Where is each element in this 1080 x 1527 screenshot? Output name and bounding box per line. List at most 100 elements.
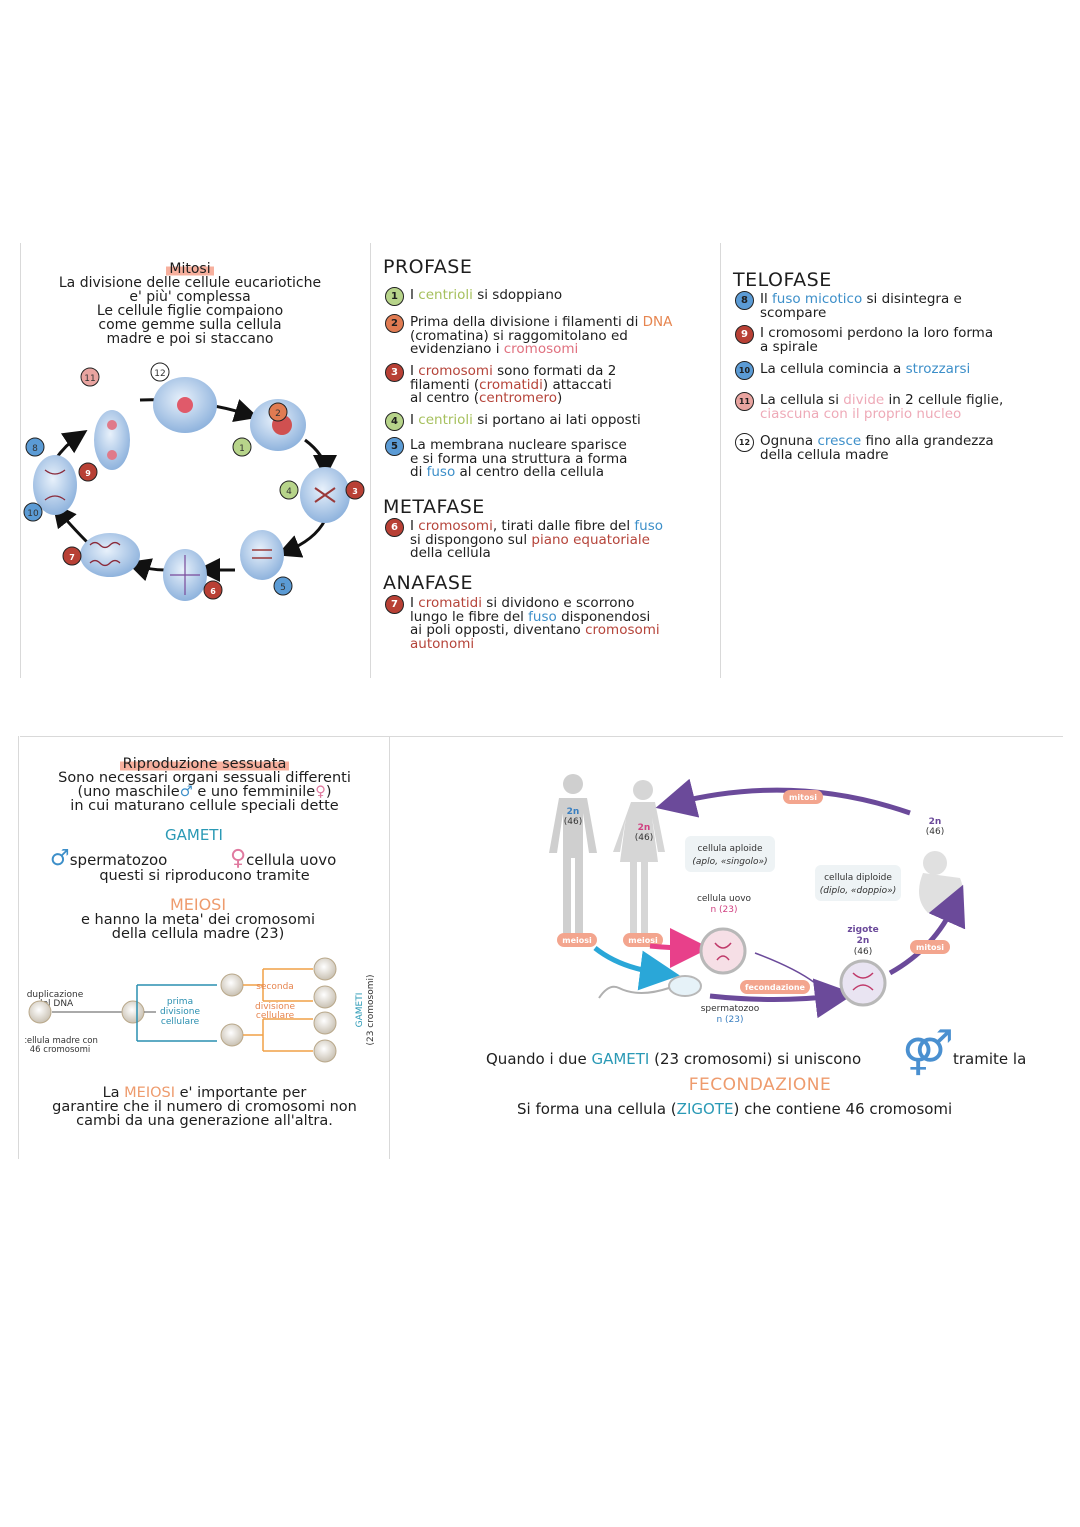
num-badge-12: 12 (735, 433, 754, 452)
mitosi-line-3: Le cellule figlie compaiono (96, 303, 284, 319)
svg-text:2n: 2n (929, 817, 942, 827)
cell-11 (94, 410, 130, 470)
num-badge-2: 2 (385, 314, 404, 333)
num-badge-4: 4 (385, 412, 404, 431)
svg-text:n (23): n (23) (716, 1015, 743, 1025)
gender-icon: ⚤ (902, 1027, 954, 1078)
num-badge-11: 11 (735, 392, 754, 411)
profase-item-3: 3 I cromosomi sono formati da 2 filament… (385, 363, 616, 406)
svg-text:meiosi: meiosi (628, 936, 658, 945)
svg-text:(46): (46) (635, 833, 653, 843)
divider-4 (20, 736, 1063, 737)
mitosi-line-1: La divisione delle cellule eucariotiche (58, 275, 322, 291)
tramite-la: tramite la (953, 1050, 1027, 1068)
svg-text:(aplo, «singolo»): (aplo, «singolo») (692, 857, 767, 867)
mitosi-line-2: e' più' complessa (129, 289, 251, 305)
sperm-label: ♂spermatozoo (50, 846, 168, 871)
num-badge-9: 9 (735, 325, 754, 344)
cycle-num-7: 7 (69, 553, 75, 562)
cycle-num-11: 11 (84, 374, 95, 384)
profase-item-2: 2 Prima della divisione i filamenti di D… (385, 314, 672, 357)
svg-text:(diplo, «doppio»): (diplo, «doppio») (820, 886, 896, 896)
profase-item-4: 4 I centrioli si portano ai lati opposti (385, 412, 641, 431)
zigote-line: Si forma una cellula (ZIGOTE) che contie… (517, 1100, 953, 1118)
metafase-item-6: 6 I cromosomi, tirati dalle fibre del fu… (385, 518, 663, 561)
cycle-num-2: 2 (275, 409, 281, 419)
mitosi-intro: Mitosi La divisione delle cellule eucari… (40, 261, 340, 347)
telofase-item-12: 12 Ognuna cresce fino alla grandezza del… (735, 433, 994, 462)
male-icon: ♂ (50, 846, 70, 871)
meiosi-importance: La MEIOSI e' importante per garantire ch… (52, 1085, 357, 1129)
cell-8 (33, 455, 77, 515)
cycle-num-8: 8 (32, 444, 38, 454)
divider-1 (20, 243, 21, 678)
svg-text:duplicazione: duplicazione (27, 990, 84, 1000)
mitosis-cycle-diagram: 11 12 2 1 4 3 5 6 7 8 9 10 (23, 362, 365, 601)
cell-5 (240, 530, 284, 580)
anafase-title: ANAFASE (383, 572, 473, 594)
svg-text:seconda: seconda (256, 982, 294, 992)
svg-text:divisione: divisione (255, 1002, 295, 1012)
sperm-cell (668, 975, 702, 997)
num-badge-5: 5 (385, 437, 404, 456)
svg-text:cellula diploide: cellula diploide (824, 873, 892, 883)
meiosi-label: MEIOSI (169, 895, 227, 914)
telofase-item-11: 11 La cellula si divide in 2 cellule fig… (735, 392, 1003, 421)
riproducono-line: questi si riproducono tramite (99, 868, 310, 884)
svg-text:2n: 2n (857, 936, 870, 946)
mitosi-line-4: come gemme sulla cellula (98, 317, 282, 333)
cycle-num-6: 6 (210, 587, 216, 596)
num-badge-7: 7 (385, 595, 404, 614)
divider-6 (389, 736, 390, 1159)
uovo-label: ♀cellula uovo (230, 846, 337, 871)
egg-cell (699, 927, 747, 975)
cell-7 (80, 533, 140, 577)
cycle-num-5: 5 (280, 583, 286, 593)
svg-text:cellula madre con: cellula madre con (25, 1036, 98, 1046)
svg-text:prima: prima (167, 997, 193, 1007)
svg-text:(23 cromosomi): (23 cromosomi) (366, 974, 376, 1045)
telofase-item-8: 8 Il fuso micotico si disintegra e scomp… (735, 291, 962, 320)
profase-item-5: 5 La membrana nucleare sparisce e si for… (385, 437, 627, 480)
mitosi-title: Mitosi (166, 261, 214, 277)
svg-text:divisione: divisione (160, 1007, 200, 1017)
num-badge-10: 10 (735, 361, 754, 380)
profase-item-1: 1 I centrioli si sdoppiano (385, 287, 562, 306)
divider-5 (18, 736, 19, 1159)
cycle-num-10: 10 (27, 509, 39, 519)
mitosi-line-5: madre e poi si staccano (106, 331, 274, 347)
zygote-cell (839, 959, 887, 1007)
cycle-num-3: 3 (352, 487, 358, 496)
svg-text:n (23): n (23) (710, 905, 737, 915)
baby-silhouette (919, 851, 964, 913)
svg-text:mitosi: mitosi (789, 793, 817, 802)
num-badge-3: 3 (385, 363, 404, 382)
svg-text:2n: 2n (638, 823, 651, 833)
svg-text:cellula uovo: cellula uovo (697, 894, 752, 904)
telofase-item-10: 10 La cellula comincia a strozzarsi (735, 361, 970, 380)
svg-text:del DNA: del DNA (37, 999, 74, 1009)
anafase-item-7: 7 I cromatidi si dividono e scorrono lun… (385, 595, 660, 651)
svg-text:zigote: zigote (847, 925, 878, 935)
sessuata-title: Riproduzione sessuata (119, 756, 290, 772)
cycle-num-1: 1 (239, 444, 245, 454)
female-icon: ♀ (230, 846, 247, 871)
svg-text:2n: 2n (567, 807, 580, 817)
num-badge-6: 6 (385, 518, 404, 537)
svg-text:46 cromosomi: 46 cromosomi (30, 1045, 90, 1055)
svg-text:meiosi: meiosi (562, 936, 592, 945)
svg-text:GAMETI: GAMETI (355, 993, 365, 1028)
man-silhouette (549, 774, 597, 933)
svg-text:cellula aploide: cellula aploide (697, 844, 763, 854)
life-cycle-diagram: 2n (46) 2n (46) 2n (46) mitosi mitosi me… (549, 774, 966, 1025)
svg-text:cellulare: cellulare (256, 1011, 295, 1021)
divider-2 (370, 243, 371, 678)
gameti-union-line: Quando i due GAMETI (23 cromosomi) si un… (486, 1050, 862, 1068)
svg-text:mitosi: mitosi (916, 943, 944, 952)
cycle-num-9: 9 (85, 469, 91, 478)
gameti-label: GAMETI (165, 826, 223, 844)
num-badge-8: 8 (735, 291, 754, 310)
cycle-num-4: 4 (286, 487, 292, 497)
svg-text:(46): (46) (854, 947, 872, 957)
telofase-item-9: 9 I cromosomi perdono la loro forma a sp… (735, 325, 993, 354)
